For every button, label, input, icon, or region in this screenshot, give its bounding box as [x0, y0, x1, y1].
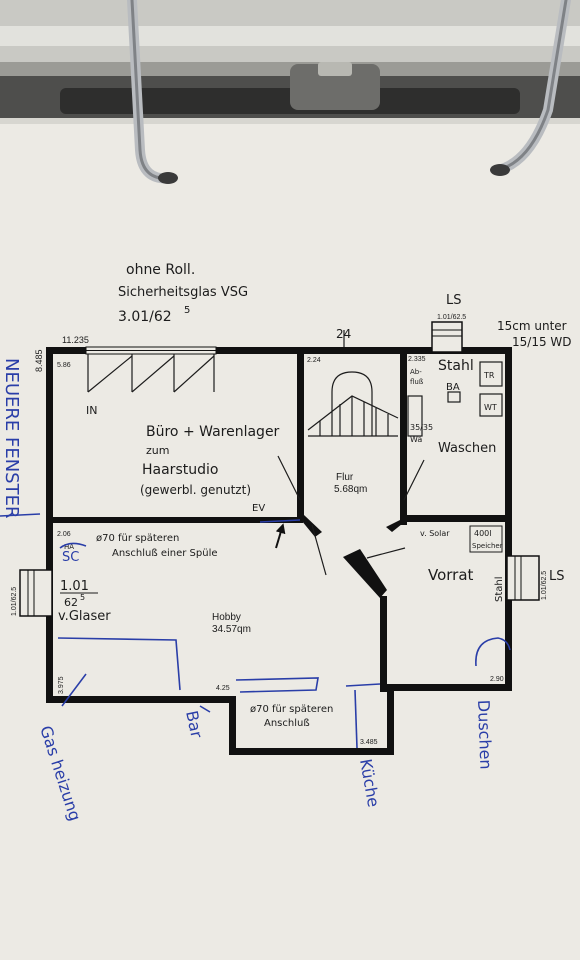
note-size: 3.01/62 — [118, 309, 172, 325]
label-nook-2: Anschluß — [264, 718, 310, 729]
dim-bottom-right: 3.485 — [360, 739, 378, 746]
label-spuele-1: ø70 für späteren — [96, 533, 179, 544]
dim-window-top: 1.01/62.5 — [437, 314, 466, 321]
dim-bath-tl: 2.335 — [408, 356, 426, 363]
annotation-duschen: Duschen — [474, 699, 495, 769]
dim-room-tl: 5.86 — [57, 362, 71, 369]
window-left — [19, 569, 53, 617]
dim-hobby-corner: 2.06 — [57, 531, 71, 538]
doors — [87, 354, 425, 576]
label-glass-2-sup: 5 — [80, 593, 85, 602]
label-glass-2: 62 — [64, 596, 78, 609]
annotation-sc: SC — [62, 550, 79, 565]
dim-left-vertical: 8.485 — [34, 349, 44, 372]
dim-stair: 24 — [336, 327, 351, 341]
office-window-strip — [85, 346, 217, 355]
stair — [307, 330, 399, 437]
note-ls-top: LS — [446, 293, 462, 308]
label-solar-3: Speicher — [472, 542, 503, 550]
dim-window-left: 1.01/62.5 — [11, 587, 18, 616]
note-ls-right: LS — [549, 569, 565, 584]
annotation-new-windows: NEUERE FENSTER — [1, 358, 22, 518]
label-solar-1: v. Solar — [420, 529, 450, 538]
dim-bottom-mid: 4.25 — [216, 685, 230, 692]
label-bath-size: 35/35 — [410, 423, 433, 432]
note-size-sup: 5 — [184, 305, 190, 316]
label-ha: HA — [64, 543, 74, 551]
label-bath-fluss: fluß — [410, 378, 424, 386]
binder-background — [0, 0, 580, 130]
label-glass-3: v.Glaser — [58, 609, 111, 624]
label-spuele-2: Anschluß einer Spüle — [112, 548, 218, 559]
label-nook-1: ø70 für späteren — [250, 704, 333, 715]
label-bath-wt: WT — [484, 403, 497, 412]
window-right — [506, 555, 540, 601]
label-office-3: Haarstudio — [142, 462, 218, 478]
note-roll: ohne Roll. — [126, 262, 195, 278]
window-top-right — [431, 321, 463, 353]
label-office-1: Büro + Warenlager — [146, 424, 280, 440]
label-door-in: IN — [86, 404, 97, 417]
bath-fixtures — [407, 361, 503, 437]
dim-bottom-left: 3.975 — [58, 676, 65, 694]
label-hobby-area: 34.57qm — [212, 624, 251, 635]
note-glass: Sicherheitsglas VSG — [118, 285, 248, 300]
note-15cm: 15cm unter — [497, 319, 567, 333]
label-bath-tr: TR — [483, 371, 495, 380]
label-flur: Flur — [336, 472, 354, 483]
label-vorrat-stahl: Stahl — [494, 576, 505, 602]
walls — [46, 347, 512, 755]
dim-top-left: 11.235 — [62, 335, 89, 345]
label-vorrat: Vorrat — [428, 566, 474, 584]
label-bath-ab: Ab- — [410, 368, 422, 376]
blue-pen-strokes — [0, 513, 511, 749]
dim-vorrat-corner: 2.90 — [490, 676, 504, 683]
label-bath-stahl: Stahl — [438, 358, 474, 374]
paper-sheet — [0, 124, 580, 960]
label-flur-area: 5.68qm — [334, 484, 367, 495]
note-wd: 15/15 WD — [512, 335, 572, 349]
label-office-2: zum — [146, 444, 169, 457]
label-solar-2: 400l — [474, 529, 492, 538]
dim-window-right: 1.01/62.5 — [541, 571, 548, 600]
label-hobby: Hobby — [212, 612, 241, 623]
binder-rings — [127, 0, 571, 184]
dim-flur-h: 2.24 — [307, 357, 321, 364]
label-office-4: (gewerbl. genutzt) — [140, 483, 251, 497]
label-ev: EV — [252, 503, 265, 514]
label-washing: Waschen — [438, 441, 496, 456]
label-glass-1: 1.01 — [60, 579, 89, 594]
label-bath-ba: BA — [446, 382, 460, 393]
label-bath-wae: Wä — [410, 435, 422, 444]
